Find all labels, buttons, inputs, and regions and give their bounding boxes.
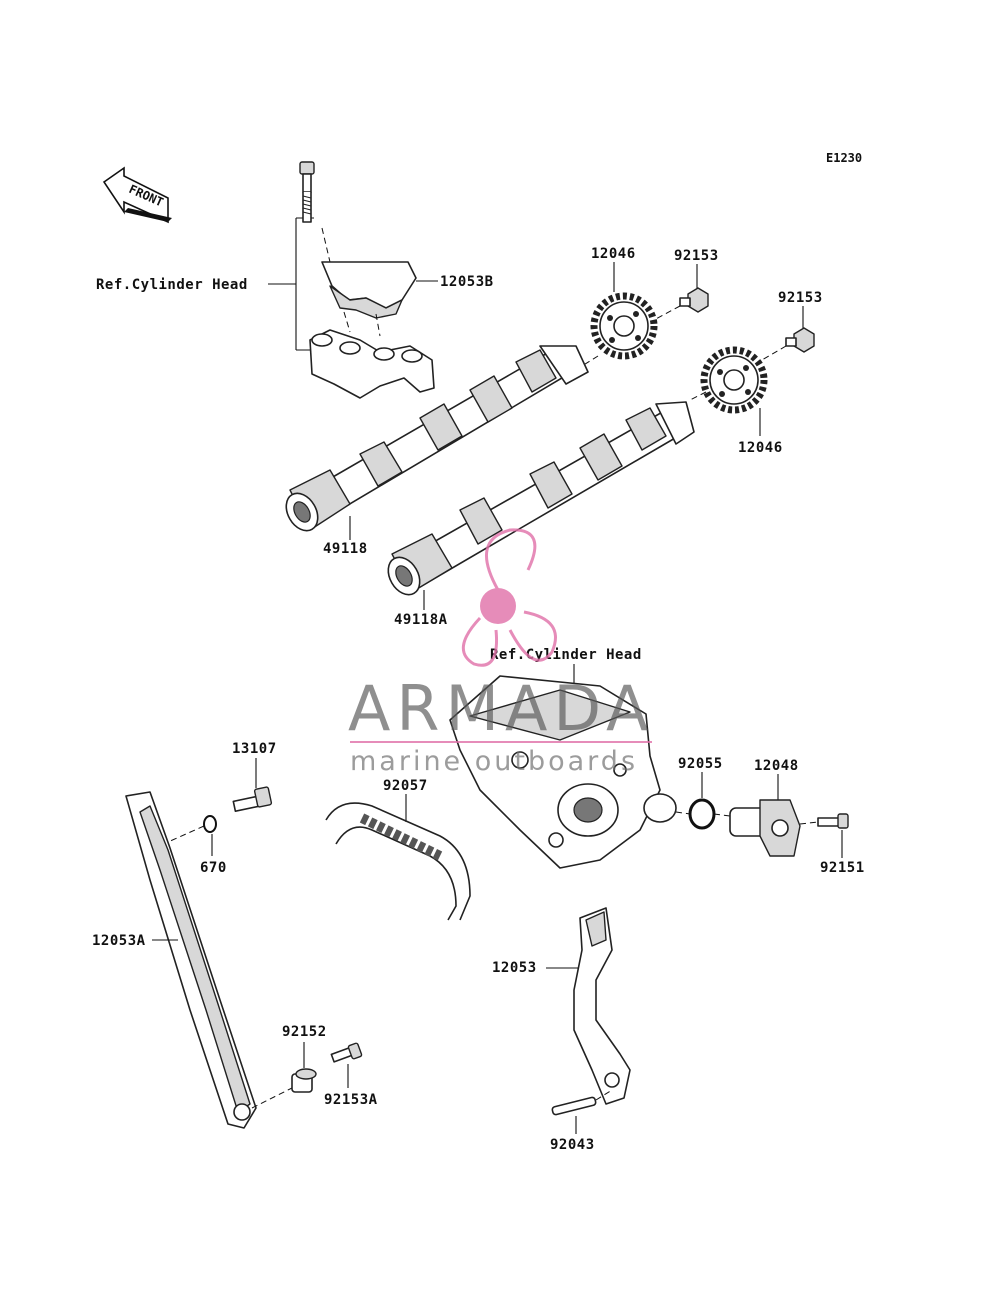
bolt-92153A [330, 1042, 363, 1063]
label-49118: 49118 [323, 541, 368, 557]
exhaust-camshaft [285, 345, 589, 532]
sprocket-bolt-a [679, 287, 709, 313]
watermark-tagline: marine outboards [350, 746, 638, 777]
chain-tensioner [729, 799, 801, 857]
label-92057: 92057 [383, 778, 428, 794]
cylinder-head [449, 675, 677, 869]
label-49118A: 49118A [394, 612, 448, 628]
label-12053: 12053 [492, 960, 537, 976]
ref-label-middle: Ref.Cylinder Head [490, 647, 642, 663]
label-92153-a: 92153 [674, 248, 719, 264]
label-92153-b: 92153 [778, 290, 823, 306]
label-12046-right: 12046 [738, 440, 783, 456]
armada-watermark: ARMADA marine outboards [348, 528, 654, 777]
label-12053A: 12053A [92, 933, 146, 949]
sprocket-bolt-b [785, 327, 815, 353]
label-92043: 92043 [550, 1137, 595, 1153]
cam-sprocket-top [590, 292, 658, 360]
guide-bolt-13107 [232, 786, 273, 813]
cam-cap-bolt [299, 161, 315, 223]
label-92153A: 92153A [324, 1092, 378, 1108]
ref-label-top: Ref.Cylinder Head [96, 277, 248, 293]
propeller-logo-icon [462, 528, 557, 667]
label-92152: 92152 [282, 1024, 327, 1040]
watermark-brand: ARMADA [348, 672, 654, 745]
cam-sprocket-right [700, 346, 768, 414]
collar-92152 [291, 1068, 317, 1093]
label-12046-top: 12046 [591, 246, 636, 262]
label-92151: 92151 [820, 860, 865, 876]
front-arrow-icon: FRONT [102, 166, 172, 224]
tensioner-bolt [817, 813, 849, 829]
diagram-code: E1230 [826, 151, 862, 165]
chain-guide-12053A [125, 791, 257, 1129]
label-13107: 13107 [232, 741, 277, 757]
pin-92043 [551, 1096, 597, 1116]
chain-guide-12053 [573, 907, 631, 1105]
label-12053B: 12053B [440, 274, 494, 290]
label-12048: 12048 [754, 758, 799, 774]
timing-chain [325, 802, 471, 921]
upper-chain-guide [321, 261, 417, 319]
intake-camshaft [387, 401, 695, 596]
washer-670 [203, 815, 217, 833]
oring-92055 [688, 798, 716, 830]
camshaft-cap [309, 329, 435, 399]
label-92055: 92055 [678, 756, 723, 772]
label-670: 670 [200, 860, 227, 876]
